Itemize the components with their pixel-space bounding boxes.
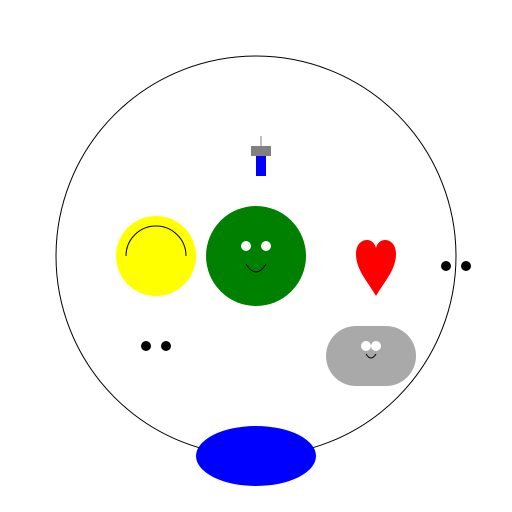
gray-face-eye-left bbox=[361, 341, 371, 351]
gray-face-eye-right bbox=[371, 341, 381, 351]
candle-body bbox=[256, 156, 266, 176]
gray-pill-face bbox=[326, 326, 416, 386]
green-face-head bbox=[206, 206, 306, 306]
yellow-circle bbox=[116, 216, 196, 296]
candle-cap bbox=[251, 146, 271, 156]
dot bbox=[161, 341, 171, 351]
dot bbox=[141, 341, 151, 351]
eye-pair-left bbox=[141, 341, 171, 351]
green-face-eye-right bbox=[261, 241, 271, 251]
green-face-eye-left bbox=[241, 241, 251, 251]
candle-icon bbox=[251, 136, 271, 176]
gray-face-mouth bbox=[365, 353, 377, 359]
dot bbox=[461, 261, 471, 271]
gray-pill-body bbox=[326, 326, 416, 386]
blue-ellipse bbox=[196, 426, 316, 486]
dot bbox=[441, 261, 451, 271]
green-face-mouth bbox=[245, 263, 267, 273]
red-heart bbox=[356, 240, 396, 296]
eye-pair-right bbox=[441, 261, 471, 271]
arc-icon bbox=[125, 225, 187, 257]
green-face bbox=[206, 206, 306, 306]
